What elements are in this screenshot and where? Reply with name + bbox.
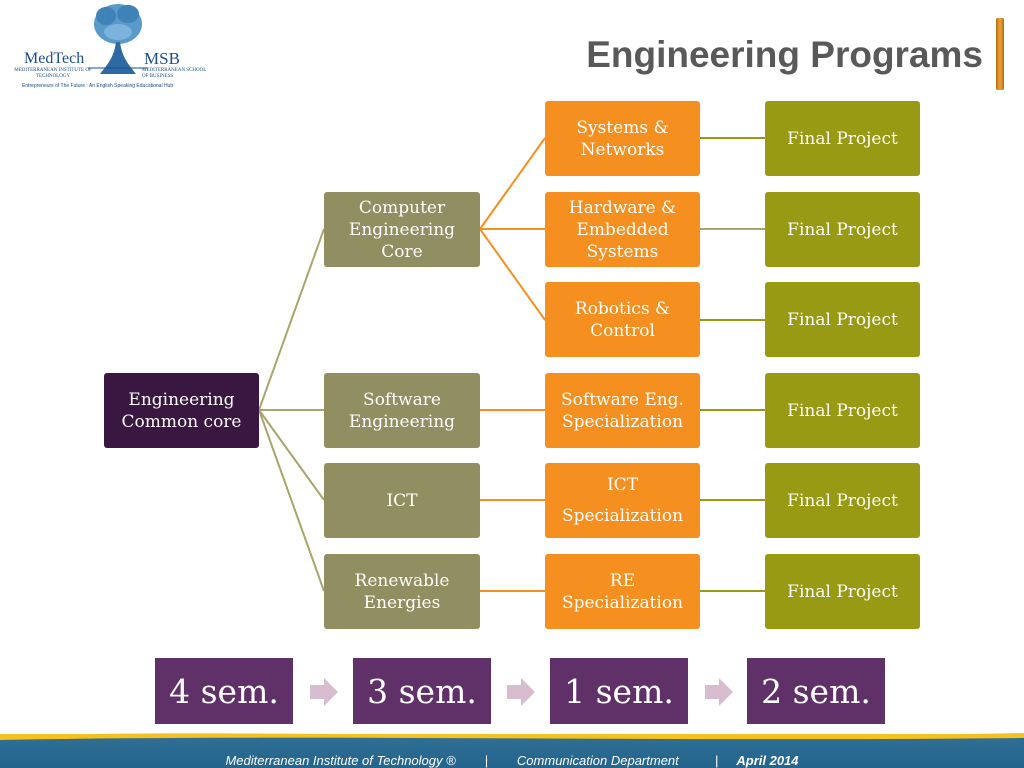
node-line: Engineering bbox=[348, 411, 456, 432]
node-engineering-common-core: Engineering Common core bbox=[104, 373, 259, 448]
node-software-eng-specialization: Software Eng. Specialization bbox=[545, 373, 700, 448]
node-line: ICT bbox=[386, 490, 418, 511]
node-line: Robotics & bbox=[574, 298, 671, 319]
node-final-project: Final Project bbox=[765, 554, 920, 629]
node-line: Final Project bbox=[787, 490, 898, 511]
node-line: Final Project bbox=[787, 309, 898, 330]
node-line: Final Project bbox=[787, 581, 898, 602]
footer-gap bbox=[718, 753, 736, 768]
arrow-right-icon bbox=[310, 678, 338, 706]
connector-computer-robotics bbox=[479, 228, 546, 321]
node-line: Software bbox=[363, 389, 441, 410]
medtech-logo-text: MedTech bbox=[24, 50, 85, 67]
node-line: Engineering bbox=[128, 389, 235, 410]
node-line: Final Project bbox=[787, 219, 898, 240]
node-final-project: Final Project bbox=[765, 192, 920, 267]
node-line: Final Project bbox=[787, 400, 898, 421]
node-final-project: Final Project bbox=[765, 463, 920, 538]
page-title: Engineering Programs bbox=[586, 34, 983, 75]
semester-box: 4 sem. bbox=[155, 658, 293, 724]
node-line: Hardware & bbox=[568, 197, 677, 218]
node-line: Specialization bbox=[561, 592, 684, 613]
msb-logo-subtitle: MEDITERRANEAN SCHOOL OF BUSINESS bbox=[142, 68, 207, 79]
node-line: Computer bbox=[358, 197, 446, 218]
arrow-right-icon bbox=[705, 678, 733, 706]
semester-box: 3 sem. bbox=[353, 658, 491, 724]
node-line: Networks bbox=[580, 139, 665, 160]
node-robotics-control: Robotics & Control bbox=[545, 282, 700, 357]
node-line: RE bbox=[609, 570, 636, 591]
node-line: Final Project bbox=[787, 128, 898, 149]
connector-root-computer bbox=[258, 228, 325, 411]
footer-gap bbox=[488, 753, 517, 768]
node-re-specialization: RE Specialization bbox=[545, 554, 700, 629]
node-final-project: Final Project bbox=[765, 282, 920, 357]
footer-institute: Mediterranean Institute of Technology ® bbox=[225, 753, 456, 768]
node-computer-engineering-core: Computer Engineering Core bbox=[324, 192, 480, 267]
node-final-project: Final Project bbox=[765, 101, 920, 176]
semester-box: 2 sem. bbox=[747, 658, 885, 724]
node-line: Specialization bbox=[561, 411, 684, 432]
footer-gap bbox=[679, 753, 715, 768]
node-line: Specialization bbox=[561, 505, 684, 526]
node-line: Engineering bbox=[348, 219, 456, 240]
node-ict-specialization: ICT Specialization bbox=[545, 463, 700, 538]
connector-root-ict bbox=[258, 409, 325, 501]
semester-box: 1 sem. bbox=[550, 658, 688, 724]
node-ict: ICT bbox=[324, 463, 480, 538]
title-accent-bar bbox=[996, 18, 1004, 90]
logo-tagline: Entrepreneurs of The Future : An English… bbox=[22, 83, 174, 89]
connector-computer-systems bbox=[479, 137, 546, 230]
node-final-project: Final Project bbox=[765, 373, 920, 448]
node-line: Control bbox=[590, 320, 655, 341]
node-renewable-energies: Renewable Energies bbox=[324, 554, 480, 629]
node-line: Systems & bbox=[576, 117, 669, 138]
node-line: Systems bbox=[586, 241, 659, 262]
arrow-right-icon bbox=[507, 678, 535, 706]
node-software-engineering: Software Engineering bbox=[324, 373, 480, 448]
connector-root-renewable bbox=[258, 409, 325, 592]
node-line: Energies bbox=[363, 592, 441, 613]
node-line: ICT bbox=[606, 474, 639, 495]
node-line: Software Eng. bbox=[561, 389, 684, 410]
medtech-logo-subtitle: MEDITERRANEAN INSTITUTE OF TECHNOLOGY bbox=[14, 68, 92, 79]
tree-logo-icon bbox=[88, 4, 148, 74]
footer-wave bbox=[0, 733, 1024, 742]
node-line: Embedded bbox=[576, 219, 669, 240]
footer-gap bbox=[456, 753, 485, 768]
node-line: Renewable bbox=[354, 570, 450, 591]
footer-separator: | bbox=[714, 753, 719, 768]
logo: MedTech MEDITERRANEAN INSTITUTE OF TECHN… bbox=[8, 2, 208, 94]
footer-date: April 2014 bbox=[736, 753, 799, 768]
msb-logo-text: MSB bbox=[144, 49, 180, 68]
footer-text: Mediterranean Institute of Technology ® … bbox=[0, 753, 1024, 768]
node-line: Core bbox=[381, 241, 423, 262]
footer-separator: | bbox=[484, 753, 489, 768]
node-hardware-embedded-systems: Hardware & Embedded Systems bbox=[545, 192, 700, 267]
node-line: Common core bbox=[121, 411, 242, 432]
node-systems-networks: Systems & Networks bbox=[545, 101, 700, 176]
footer-department: Communication Department bbox=[516, 753, 679, 768]
